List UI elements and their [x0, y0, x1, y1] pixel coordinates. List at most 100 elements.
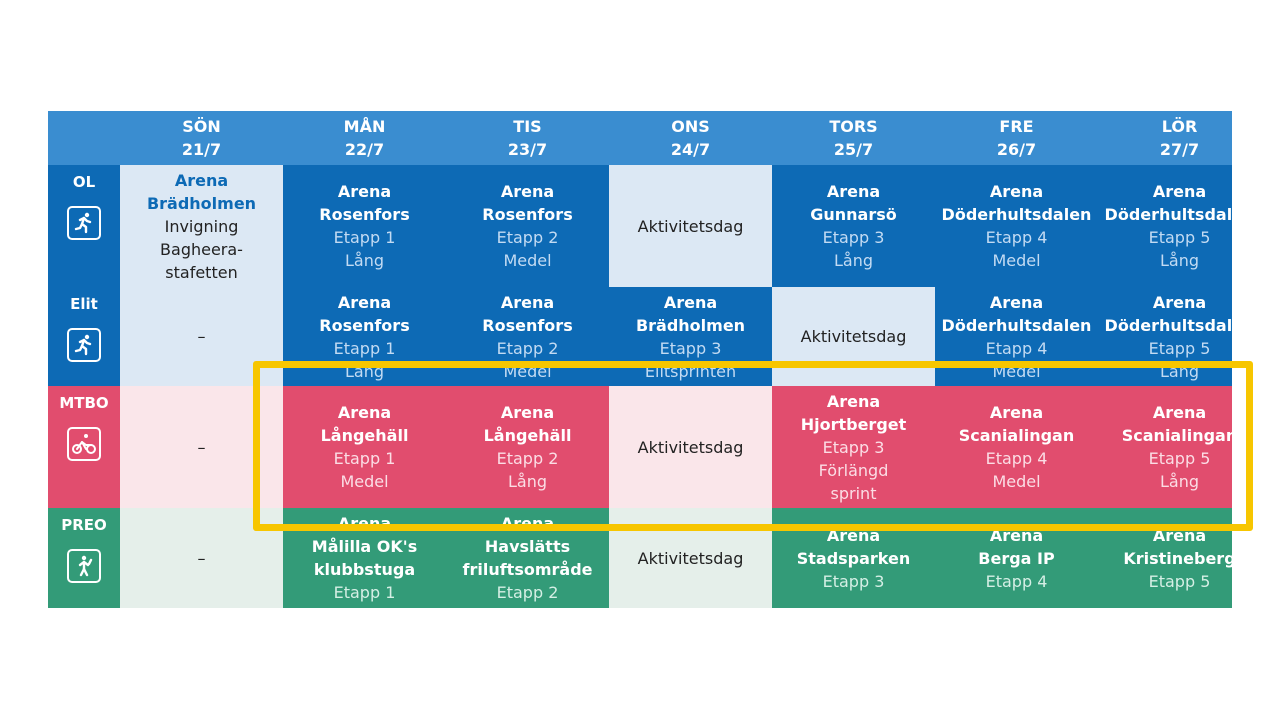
detail-text: Etapp 1 — [333, 583, 396, 602]
runner-icon — [67, 206, 101, 240]
detail-text: stafetten — [165, 262, 238, 282]
detail-text: Medel — [503, 251, 552, 270]
detail-text: Etapp 3 — [822, 228, 885, 247]
venue-text: Arena — [337, 403, 392, 422]
detail-text: – — [197, 437, 206, 457]
venue-text: Arena — [1152, 403, 1207, 422]
detail-text: Etapp 4 — [985, 338, 1048, 358]
detail-text: Aktivitetsdag — [637, 437, 744, 457]
detail-text: Etapp 2 — [496, 338, 559, 358]
venue-text: Rosenfors — [319, 315, 410, 335]
detail-text: Etapp 4 — [985, 449, 1048, 468]
detail-text: Etapp 3 — [822, 571, 885, 591]
venue-text: Kristineberg — [1123, 548, 1232, 568]
day-name: FRE — [999, 117, 1034, 136]
venue-text: Arena — [989, 182, 1044, 201]
venue-text: Arena — [337, 182, 392, 201]
venue-text: Döderhultsdalen — [941, 315, 1092, 335]
detail-text: Etapp 3 — [659, 338, 722, 358]
venue-text: Rosenfors — [482, 315, 573, 335]
venue-text: Rosenfors — [319, 205, 410, 224]
detail-text: Etapp 5 — [1148, 571, 1211, 591]
category-ol: OL — [48, 165, 120, 287]
day-date: 23/7 — [507, 140, 548, 159]
category-label: MTBO — [59, 394, 109, 412]
venue-text: Brädholmen — [635, 315, 746, 335]
venue-text: Scanialingan — [958, 426, 1075, 445]
venue-text: Långehäll — [320, 426, 409, 445]
venue-text: Stadsparken — [796, 548, 911, 568]
venue-text: Döderhultsdalen — [1104, 315, 1232, 335]
venue-text: Arena — [989, 292, 1044, 312]
detail-text: Etapp 5 — [1148, 338, 1211, 358]
detail-text: Etapp 5 — [1148, 449, 1211, 468]
detail-text: Förlängd — [818, 460, 889, 480]
venue-text: Arena — [989, 403, 1044, 422]
day-header-1: MÅN 22/7 — [283, 111, 446, 165]
category-elit: Elit — [48, 287, 120, 386]
detail-text: Medel — [340, 472, 389, 491]
detail-text: sprint — [830, 483, 877, 503]
detail-text: Bagheera- — [160, 239, 243, 259]
venue-text: Arena — [663, 292, 718, 312]
day-date: 25/7 — [833, 140, 874, 159]
day-name: LÖR — [1161, 117, 1198, 136]
detail-text: Etapp 2 — [496, 583, 559, 602]
category-mtbo: MTBO — [48, 386, 120, 508]
day-header-5: FRE 26/7 — [935, 111, 1098, 165]
detail-text: Etapp 4 — [985, 228, 1048, 247]
detail-text: Etapp 3 — [822, 437, 885, 457]
venue-text: Arena — [826, 391, 881, 411]
category-label: Elit — [70, 295, 98, 313]
venue-text: Rosenfors — [482, 205, 573, 224]
venue-text: Arena — [500, 182, 555, 201]
venue-text: Arena — [826, 182, 881, 201]
day-date: 22/7 — [344, 140, 385, 159]
detail-text: Invigning — [164, 216, 239, 236]
detail-text: Etapp 4 — [985, 571, 1048, 591]
venue-text: Berga IP — [978, 548, 1055, 568]
category-preo: PREO — [48, 508, 120, 608]
venue-text: Arena — [1152, 292, 1207, 312]
detail-text: – — [197, 327, 206, 346]
day-name: MÅN — [343, 117, 386, 136]
detail-text: Lång — [1159, 472, 1199, 491]
category-label: OL — [72, 173, 96, 191]
detail-text: Etapp 1 — [333, 228, 396, 247]
venue-text: Hjortberget — [800, 414, 907, 434]
day-date: 21/7 — [181, 140, 222, 159]
schedule-cell: Aktivitetsdag — [609, 165, 772, 287]
day-date: 26/7 — [996, 140, 1037, 159]
venue-text: Brädholmen — [146, 193, 257, 213]
detail-text: Aktivitetsdag — [637, 216, 744, 236]
venue-text: Arena — [174, 170, 229, 190]
detail-text: Medel — [992, 472, 1041, 491]
day-header-0: SÖN 21/7 — [120, 111, 283, 165]
highlight-box — [253, 361, 1253, 531]
detail-text: Etapp 1 — [333, 449, 396, 468]
venue-text: Arena — [500, 292, 555, 312]
detail-text: Lång — [344, 251, 384, 270]
detail-text: Aktivitetsdag — [637, 548, 744, 568]
venue-text: Arena — [500, 403, 555, 422]
venue-text: Havslätts — [484, 537, 571, 556]
day-name: ONS — [671, 117, 710, 136]
day-header-4: TORS 25/7 — [772, 111, 935, 165]
venue-text: klubbstuga — [313, 560, 416, 579]
venue-text: Döderhultsdalen — [1104, 205, 1232, 224]
day-name: SÖN — [182, 117, 221, 136]
venue-text: friluftsområde — [462, 560, 593, 579]
day-name: TORS — [829, 117, 878, 136]
